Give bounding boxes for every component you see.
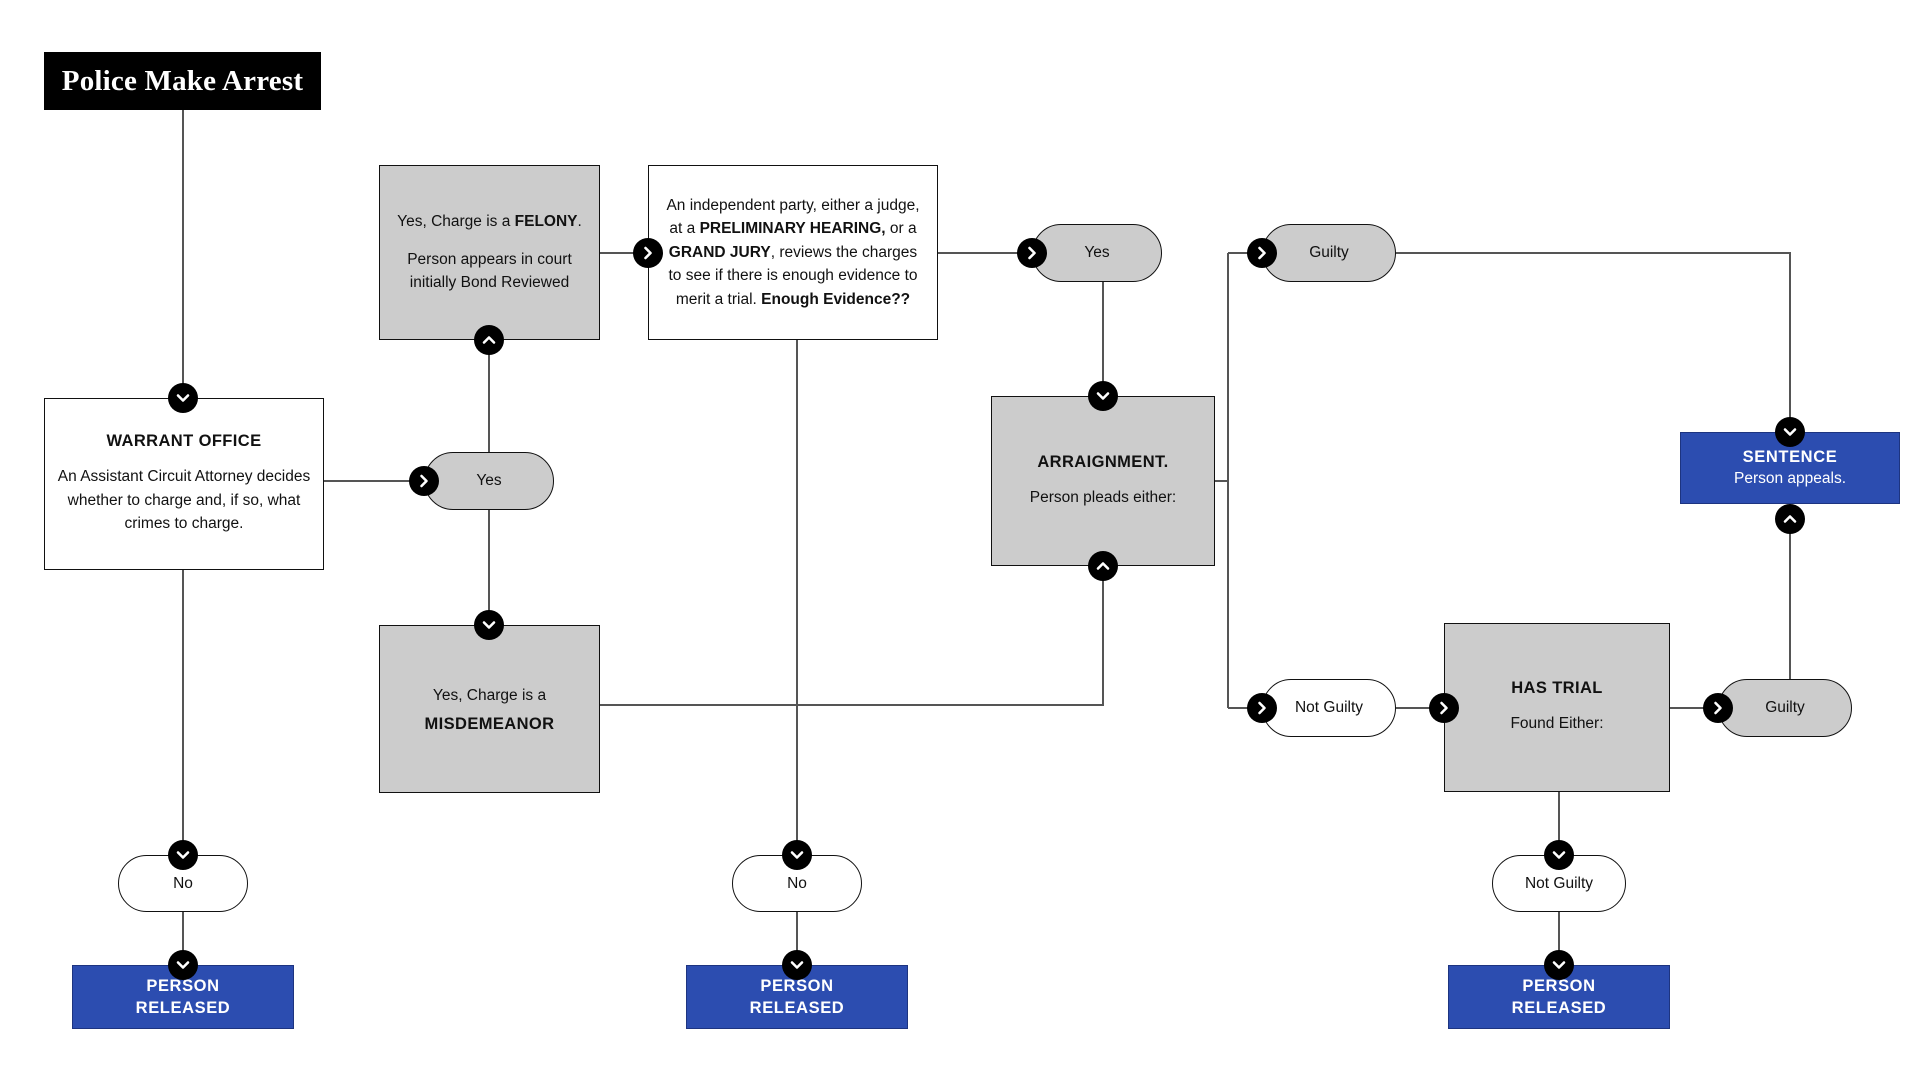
released-left-line1: PERSON bbox=[146, 976, 220, 995]
felony-line1: Yes, Charge is a FELONY. bbox=[397, 210, 582, 233]
pill-no-warrant-label: No bbox=[173, 874, 193, 892]
pill-guilty-verdict[interactable]: Guilty bbox=[1718, 679, 1852, 737]
arrow-down-icon bbox=[168, 383, 198, 413]
arrow-down-icon bbox=[1544, 950, 1574, 980]
released-right-line1: PERSON bbox=[1522, 976, 1596, 995]
arraignment-heading: ARRAIGNMENT. bbox=[1037, 452, 1169, 471]
node-arraignment[interactable]: ARRAIGNMENT. Person pleads either: bbox=[991, 396, 1215, 566]
has-trial-heading: HAS TRIAL bbox=[1511, 679, 1603, 698]
node-warrant-office[interactable]: WARRANT OFFICE An Assistant Circuit Atto… bbox=[44, 398, 324, 570]
node-police-make-arrest[interactable]: Police Make Arrest bbox=[44, 52, 321, 110]
released-left-line2: RELEASED bbox=[135, 999, 231, 1017]
arraignment-body: Person pleads either: bbox=[1029, 488, 1177, 506]
arrow-right-icon bbox=[633, 238, 663, 268]
arrow-right-icon bbox=[1429, 693, 1459, 723]
arrow-down-icon bbox=[1544, 840, 1574, 870]
ip-b1: PRELIMINARY HEARING, bbox=[699, 220, 886, 238]
sentence-heading: SENTENCE bbox=[1742, 448, 1838, 467]
ip-b2: GRAND JURY bbox=[668, 243, 771, 261]
node-misdemeanor[interactable]: Yes, Charge is a MISDEMEANOR bbox=[379, 625, 600, 793]
pill-yes-evidence[interactable]: Yes bbox=[1032, 224, 1162, 282]
felony-line1-bold: FELONY bbox=[514, 213, 578, 231]
arrow-right-icon bbox=[1703, 693, 1733, 723]
arrow-up-icon bbox=[1775, 504, 1805, 534]
arrow-down-icon bbox=[1775, 417, 1805, 447]
misdemeanor-line1: Yes, Charge is a bbox=[432, 686, 547, 704]
pill-not-guilty-verdict-label: Not Guilty bbox=[1524, 874, 1594, 892]
felony-line2: Person appears in court initially Bond R… bbox=[407, 250, 572, 292]
pill-guilty-plea[interactable]: Guilty bbox=[1262, 224, 1396, 282]
ip-b3: Enough Evidence?? bbox=[761, 290, 911, 308]
warrant-office-heading: WARRANT OFFICE bbox=[106, 432, 262, 451]
released-middle-line1: PERSON bbox=[760, 976, 834, 995]
arrow-down-icon bbox=[168, 950, 198, 980]
ip-t2: or a bbox=[885, 220, 917, 238]
arrow-up-icon bbox=[474, 325, 504, 355]
arrow-right-icon bbox=[1247, 238, 1277, 268]
arrow-up-icon bbox=[1088, 551, 1118, 581]
pill-not-guilty-verdict[interactable]: Not Guilty bbox=[1492, 855, 1626, 912]
pill-yes-charge[interactable]: Yes bbox=[424, 452, 554, 510]
node-has-trial[interactable]: HAS TRIAL Found Either: bbox=[1444, 623, 1670, 792]
node-felony[interactable]: Yes, Charge is a FELONY. Person appears … bbox=[379, 165, 600, 340]
node-independent-party[interactable]: An independent party, either a judge, at… bbox=[648, 165, 938, 340]
misdemeanor-line2: MISDEMEANOR bbox=[424, 715, 555, 734]
pill-not-guilty-plea[interactable]: Not Guilty bbox=[1262, 679, 1396, 737]
sentence-body: Person appeals. bbox=[1733, 470, 1847, 488]
ip-t3: , reviews the charges to see if there is… bbox=[668, 243, 918, 308]
pill-guilty-plea-label: Guilty bbox=[1309, 244, 1349, 261]
arrow-right-icon bbox=[409, 466, 439, 496]
arrow-down-icon bbox=[782, 840, 812, 870]
released-middle-line2: RELEASED bbox=[749, 999, 845, 1017]
felony-line1-post: . bbox=[577, 213, 582, 231]
pill-yes-evidence-label: Yes bbox=[1084, 244, 1110, 261]
pill-no-evidence-label: No bbox=[787, 874, 807, 892]
arrow-right-icon bbox=[1017, 238, 1047, 268]
pill-guilty-verdict-label: Guilty bbox=[1765, 699, 1805, 716]
independent-party-text: An independent party, either a judge, at… bbox=[649, 194, 937, 312]
pill-not-guilty-plea-label: Not Guilty bbox=[1294, 699, 1364, 716]
ip-t1: An independent party, either a judge, at… bbox=[666, 196, 920, 238]
has-trial-body: Found Either: bbox=[1510, 715, 1604, 733]
arrow-down-icon bbox=[782, 950, 812, 980]
arrow-down-icon bbox=[1088, 381, 1118, 411]
felony-line1-pre: Yes, Charge is a bbox=[397, 213, 515, 231]
arrow-down-icon bbox=[168, 840, 198, 870]
police-make-arrest-label: Police Make Arrest bbox=[61, 64, 304, 97]
warrant-office-body: An Assistant Circuit Attorney decides wh… bbox=[57, 468, 311, 533]
arrow-right-icon bbox=[1247, 693, 1277, 723]
arrow-down-icon bbox=[474, 610, 504, 640]
pill-yes-charge-label: Yes bbox=[476, 472, 502, 489]
released-right-line2: RELEASED bbox=[1511, 999, 1607, 1017]
